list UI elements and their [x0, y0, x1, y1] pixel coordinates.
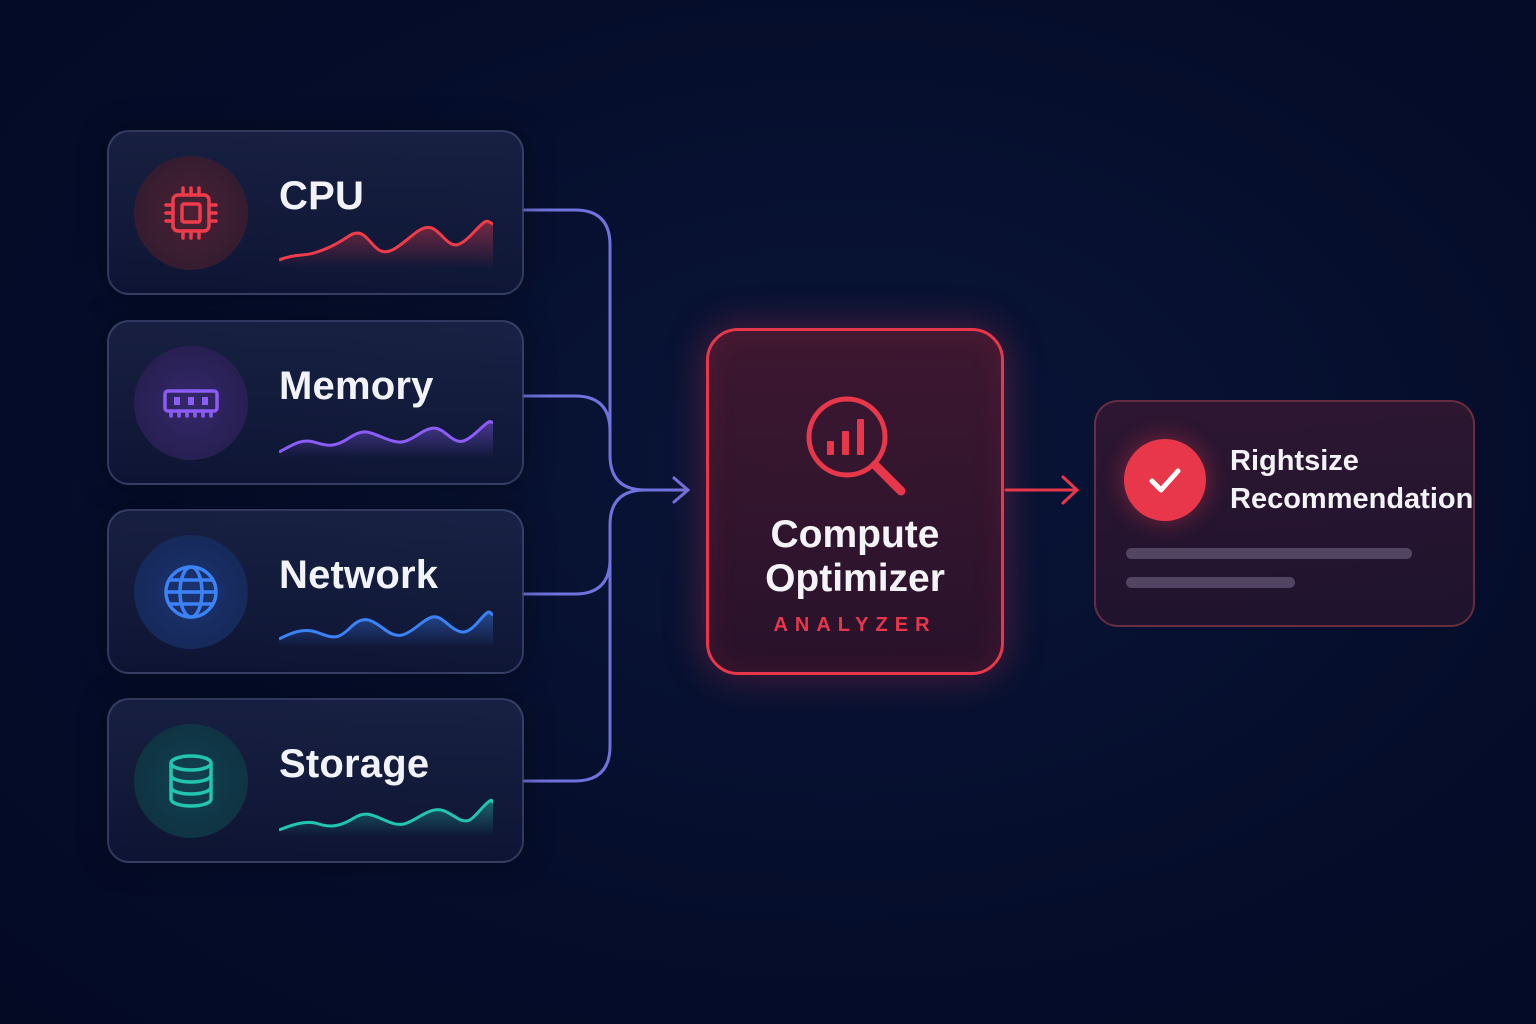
connector-memory: [522, 394, 612, 457]
cpu-chip-icon: [164, 186, 218, 240]
network-label: Network: [279, 553, 439, 597]
recommendation-title-line1: Rightsize: [1230, 445, 1359, 477]
memory-label: Memory: [279, 364, 434, 408]
memory-sparkline: [279, 420, 493, 458]
optimizer-title-line2: Optimizer: [765, 557, 945, 600]
input-card-storage: Storage: [107, 698, 524, 863]
storage-sparkline: [279, 798, 493, 836]
input-card-memory: Memory: [107, 320, 524, 485]
connector-storage: [522, 523, 612, 783]
magnifier-chart-icon: [806, 396, 906, 496]
storage-label: Storage: [279, 742, 430, 786]
memory-icon-circle: [134, 346, 248, 460]
connector-network: [522, 488, 647, 596]
storage-icon-circle: [134, 724, 248, 838]
placeholder-line-2: [1126, 577, 1295, 588]
recommendation-card: Rightsize Recommendation: [1094, 400, 1475, 627]
input-card-cpu: CPU: [107, 130, 524, 295]
optimizer-title-line1: Compute: [770, 513, 940, 556]
network-icon-circle: [134, 535, 248, 649]
input-card-network: Network: [107, 509, 524, 674]
network-sparkline: [279, 610, 493, 647]
globe-icon: [164, 565, 218, 619]
database-icon: [169, 754, 213, 808]
connector-cpu: [522, 208, 687, 492]
cpu-icon-circle: [134, 156, 248, 270]
check-icon: [1149, 468, 1181, 493]
cpu-label: CPU: [279, 174, 365, 218]
compute-optimizer-box: Compute Optimizer ANALYZER: [706, 328, 1004, 675]
output-arrowhead: [1061, 475, 1080, 505]
memory-module-icon: [163, 389, 219, 418]
optimizer-title: Compute Optimizer: [709, 513, 1001, 601]
connector-arrowhead: [672, 476, 691, 504]
recommendation-title: Rightsize Recommendation: [1230, 442, 1474, 518]
placeholder-line-1: [1126, 548, 1412, 559]
check-badge: [1124, 439, 1206, 521]
optimizer-subtitle: ANALYZER: [773, 614, 937, 636]
cpu-sparkline: [279, 219, 493, 268]
recommendation-title-line2: Recommendation: [1230, 483, 1474, 515]
